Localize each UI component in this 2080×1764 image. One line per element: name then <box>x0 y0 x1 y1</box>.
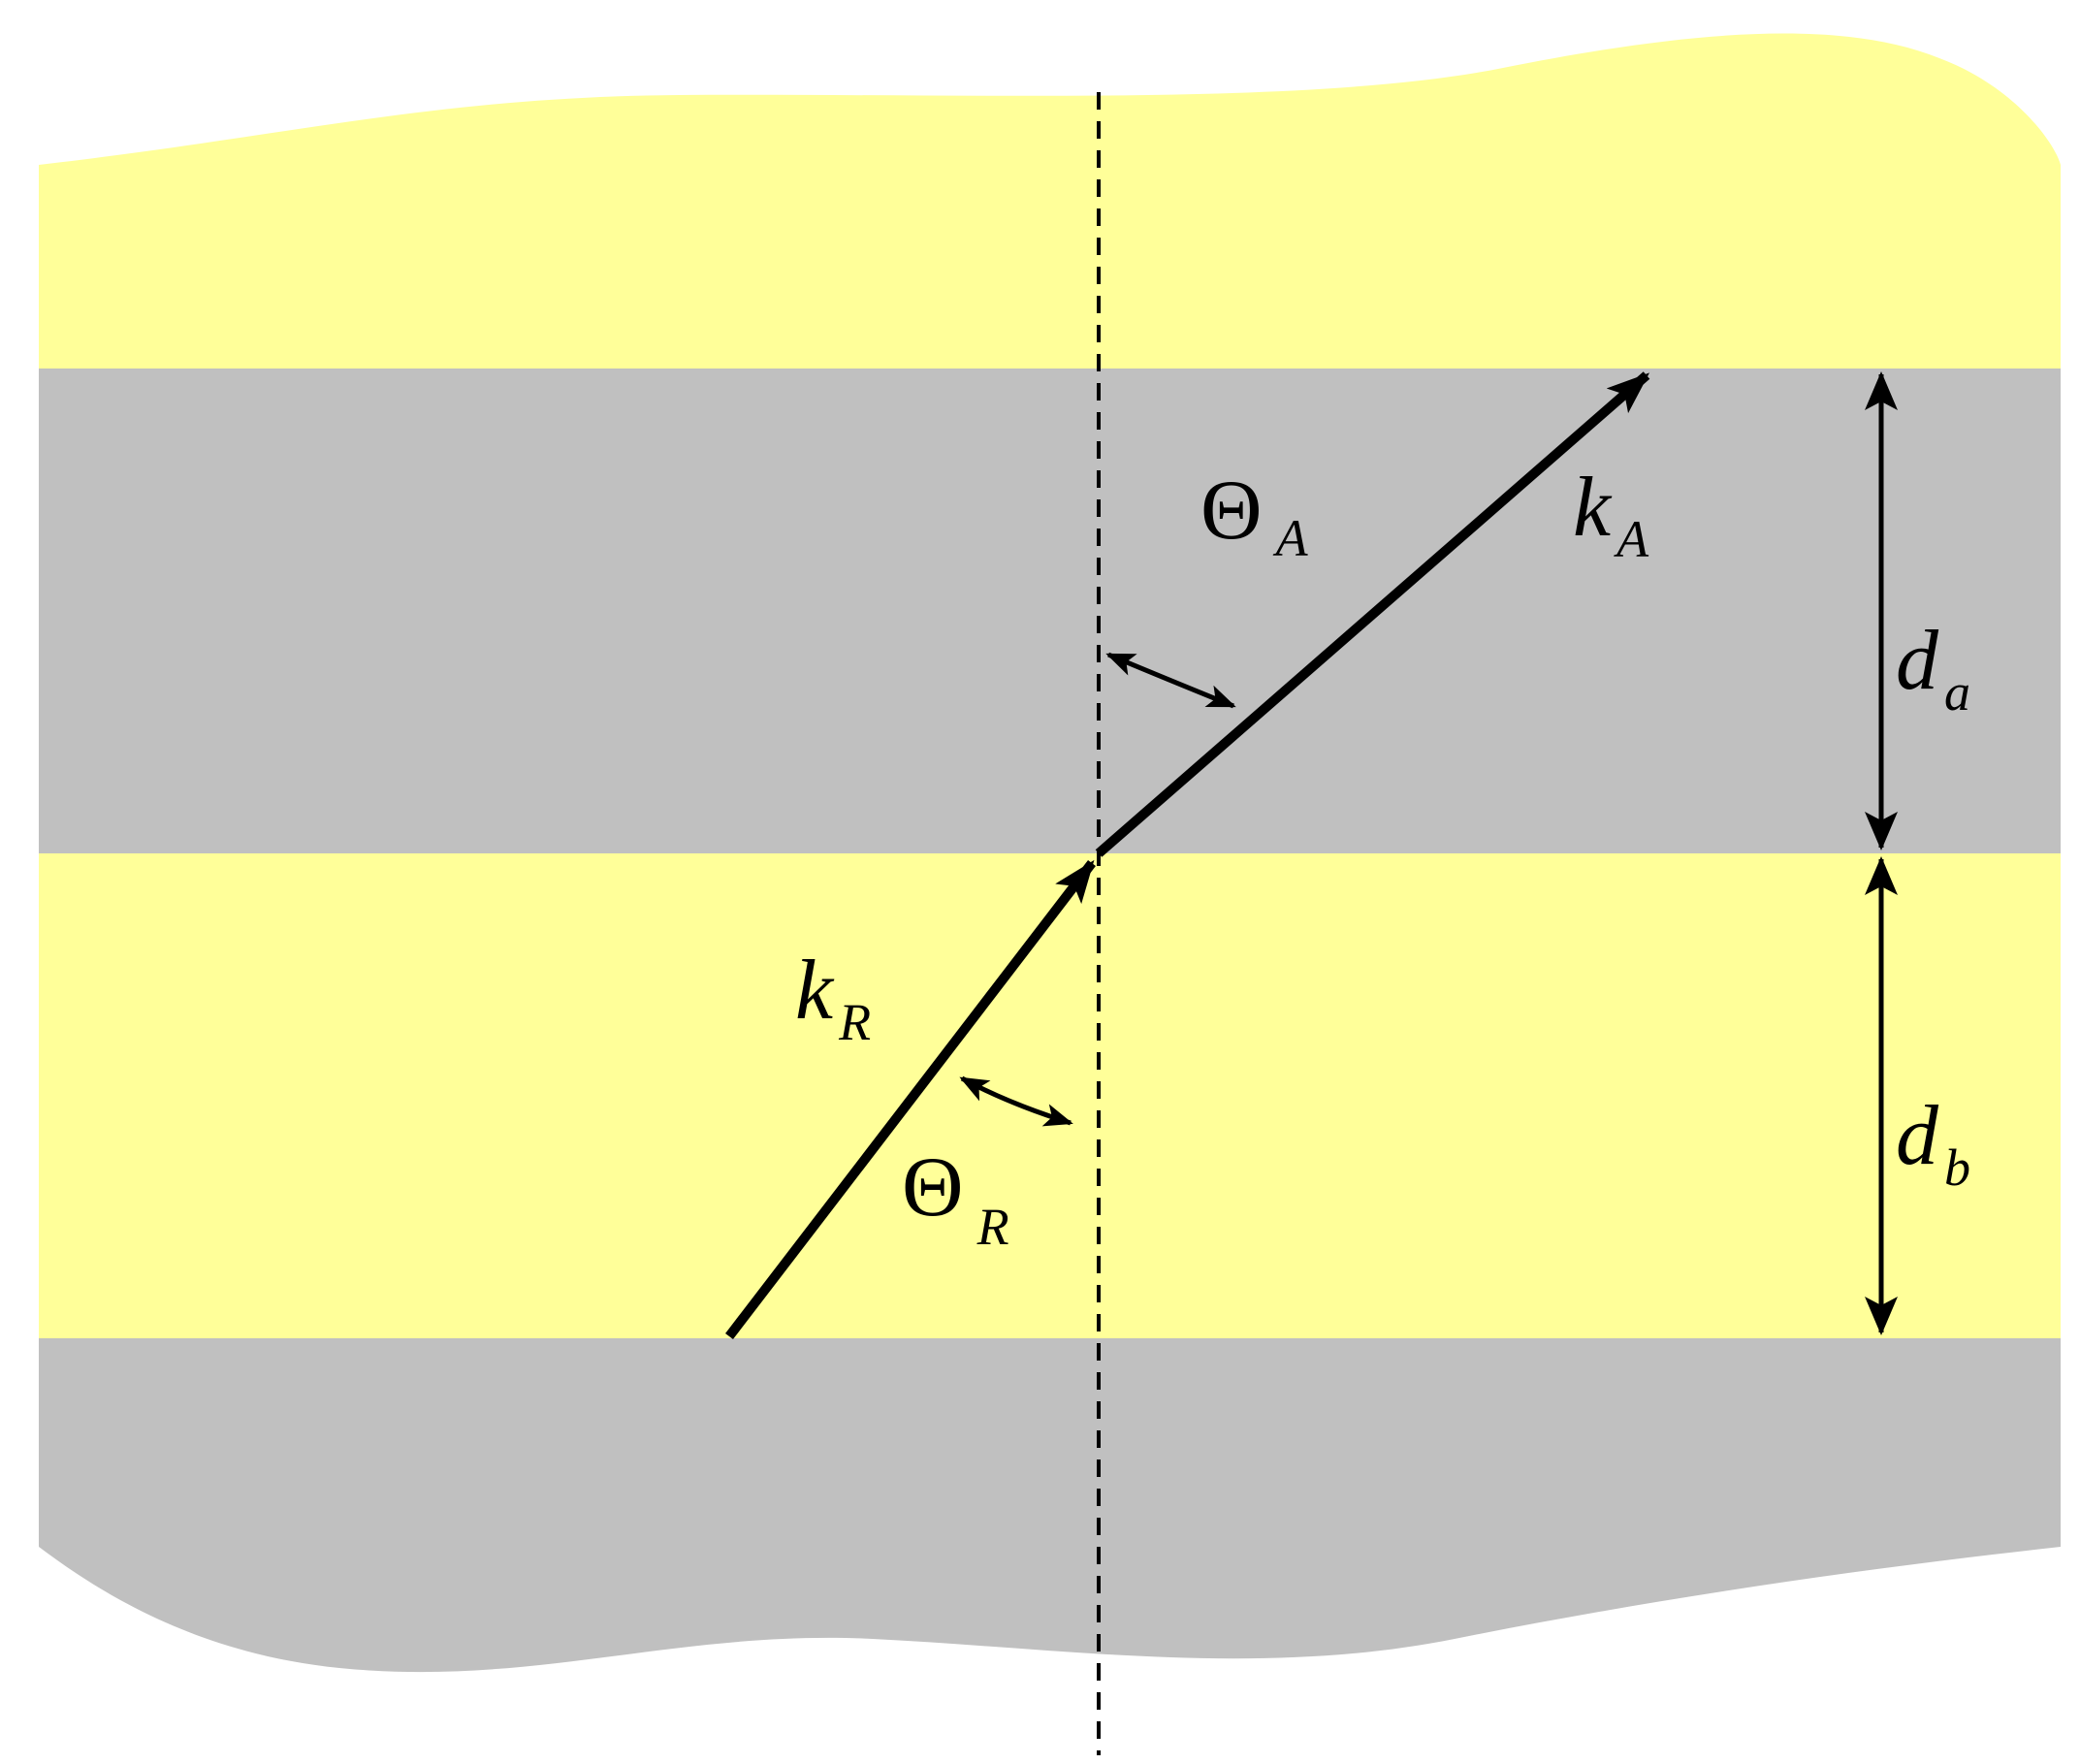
k-a-vector-arrow <box>1095 371 1650 857</box>
bottom-layer-a <box>39 1338 2061 1673</box>
k-r-vector-arrow <box>725 859 1096 1340</box>
layer-b-middle <box>39 853 2061 1338</box>
theta-r-angle-arrow <box>959 1075 1073 1127</box>
layer-a-upper <box>39 369 2061 853</box>
top-layer-b <box>39 33 2061 369</box>
theta-a-angle-arrow <box>1105 652 1236 709</box>
